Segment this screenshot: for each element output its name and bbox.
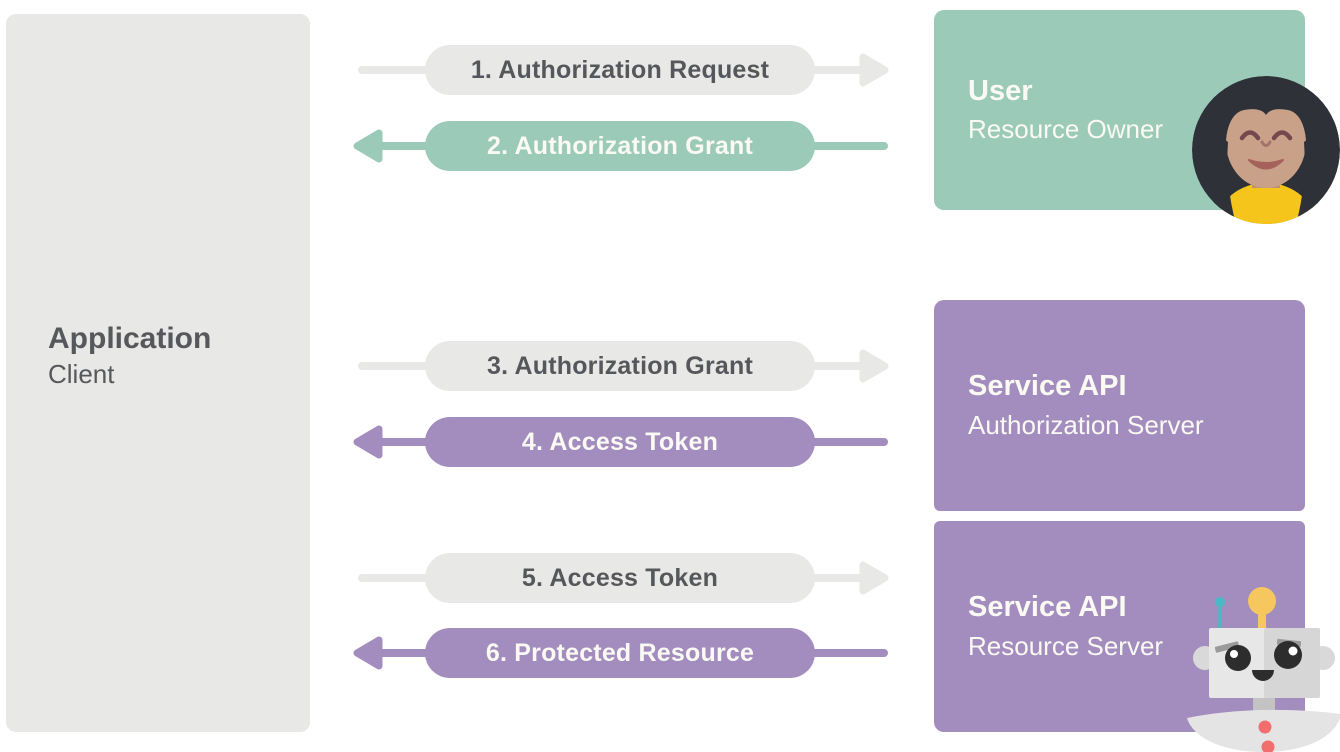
arrow-label-pill: 1. Authorization Request (425, 45, 815, 95)
arrow-access-token-response: 4. Access Token (0, 417, 1340, 467)
application-box-text: Application Client (48, 320, 211, 391)
authorization-server-subtitle: Authorization Server (968, 409, 1204, 440)
resource-server-subtitle: Resource Server (968, 630, 1164, 661)
arrow-right-icon (859, 561, 889, 595)
arrow-label-pill: 3. Authorization Grant (425, 341, 815, 391)
arrow-protected-resource: 6. Protected Resource (0, 628, 1340, 678)
authorization-server-title: Service API (968, 370, 1127, 403)
user-subtitle: Resource Owner (968, 114, 1164, 145)
arrow-label-pill: 6. Protected Resource (425, 628, 815, 678)
arrow-label-pill: 4. Access Token (425, 417, 815, 467)
woman-avatar-illustration (1192, 76, 1340, 224)
arrow-label-pill: 2. Authorization Grant (425, 121, 815, 171)
resource-server-title: Service API (968, 591, 1127, 624)
user-title: User (968, 74, 1033, 107)
robot-illustration (1187, 587, 1340, 752)
arrow-authorization-grant-request: 3. Authorization Grant (0, 341, 1340, 391)
authorization-server-box: Service API Authorization Server (934, 300, 1305, 511)
application-client-box: Application Client (6, 14, 310, 732)
arrow-right-icon (859, 53, 889, 87)
arrow-access-token-request: 5. Access Token (0, 553, 1340, 603)
arrow-authorization-request: 1. Authorization Request (0, 45, 1340, 95)
arrow-label-pill: 5. Access Token (425, 553, 815, 603)
application-subtitle: Client (48, 358, 115, 389)
arrow-left-icon (353, 425, 383, 459)
arrow-authorization-grant-response: 2. Authorization Grant (0, 121, 1340, 171)
arrow-left-icon (353, 636, 383, 670)
arrow-right-icon (859, 349, 889, 383)
arrow-left-icon (353, 129, 383, 163)
application-title: Application (48, 322, 212, 355)
